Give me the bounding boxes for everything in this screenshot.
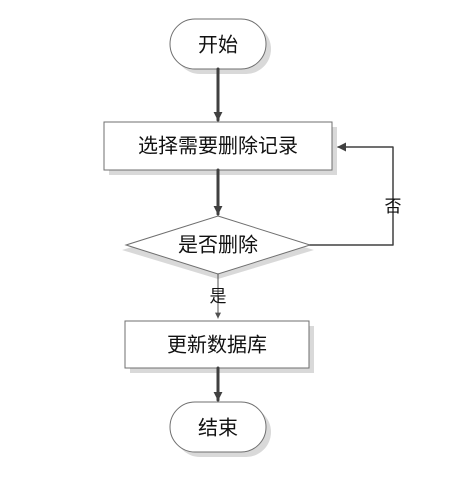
end-label: 结束 — [198, 416, 238, 440]
edge-label-yes: 是 — [210, 287, 227, 307]
decision-node: 是否删除 — [122, 215, 314, 279]
start-label: 开始 — [198, 33, 238, 57]
update-node: 更新数据库 — [124, 320, 314, 373]
select-node: 选择需要删除记录 — [103, 121, 337, 175]
edge-label-no: 否 — [385, 197, 402, 217]
select-label: 选择需要删除记录 — [138, 134, 298, 158]
end-node: 结束 — [169, 401, 271, 457]
update-label: 更新数据库 — [167, 333, 267, 357]
start-node: 开始 — [169, 18, 271, 74]
decision-label: 是否删除 — [178, 233, 258, 257]
edge-decision-no-loop — [309, 142, 394, 246]
